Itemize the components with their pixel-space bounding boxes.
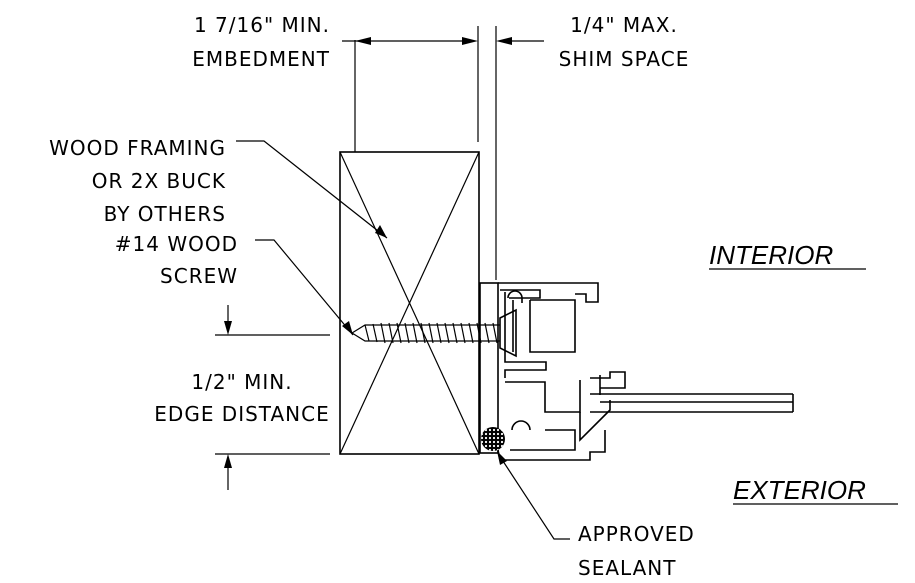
screw-label-line2: SCREW bbox=[160, 264, 238, 288]
wood-framing-leader bbox=[236, 140, 388, 239]
sealant-bead bbox=[481, 427, 505, 451]
wood-framing-label-line2: OR 2X BUCK bbox=[92, 169, 226, 193]
edge-distance-label-line2: EDGE DISTANCE bbox=[154, 402, 329, 426]
shim-space-label-line2: SHIM SPACE bbox=[559, 47, 690, 71]
screw-leader bbox=[255, 239, 354, 336]
edge-distance-dimension bbox=[215, 305, 330, 490]
embedment-dimension bbox=[342, 26, 497, 280]
wood-framing-block bbox=[339, 151, 480, 455]
edge-distance-label-line1: 1/2" MIN. bbox=[191, 370, 292, 394]
window-frame-profile bbox=[497, 282, 626, 461]
exterior-label: EXTERIOR bbox=[733, 475, 866, 505]
shim bbox=[479, 282, 499, 454]
screw-label-line1: #14 WOOD bbox=[115, 232, 238, 256]
wood-framing-label-line1: WOOD FRAMING bbox=[49, 136, 226, 160]
wood-framing-label-line3: BY OTHERS bbox=[104, 202, 226, 226]
sealant-label-line2: SEALANT bbox=[578, 556, 676, 580]
interior-label: INTERIOR bbox=[709, 240, 833, 270]
sealant-label-line1: APPROVED bbox=[578, 522, 695, 546]
embedment-label-line1: 1 7/16" MIN. bbox=[194, 13, 330, 37]
shim-space-dimension bbox=[496, 37, 544, 45]
embedment-label-line2: EMBEDMENT bbox=[192, 47, 330, 71]
wood-screw bbox=[351, 308, 517, 358]
sealant-leader bbox=[497, 451, 570, 540]
glass-pane bbox=[590, 393, 794, 413]
shim-space-label-line1: 1/4" MAX. bbox=[570, 13, 678, 37]
